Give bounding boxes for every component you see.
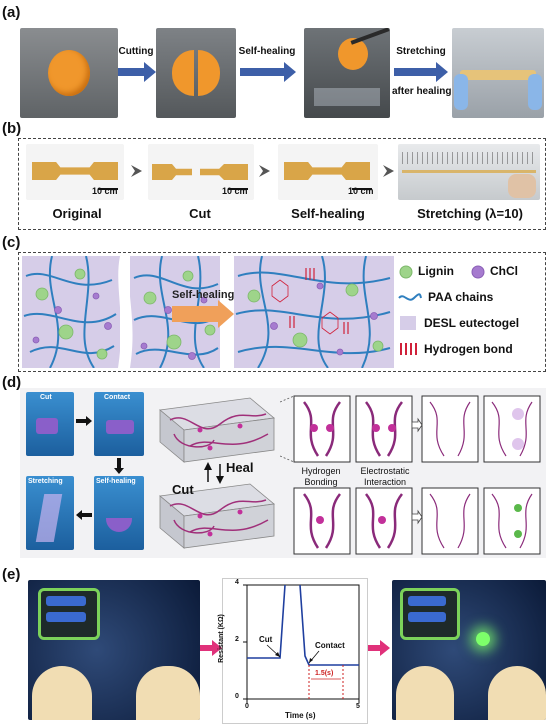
label-self-healing-a: Self-healing [238, 46, 296, 57]
panel-e-label: (e) [2, 566, 21, 583]
photo-gel-healed [304, 28, 390, 118]
photo-gel-original [20, 28, 118, 118]
label-d-selfhealing: Self-healing [96, 478, 136, 485]
panel-b-label: (b) [2, 120, 22, 137]
caption-self-healing: Self-healing [291, 206, 365, 221]
panel-d-label: (d) [2, 374, 22, 391]
label-self-healing-c: Self-healing [172, 289, 235, 301]
arrow-d2 [114, 458, 124, 474]
label-d-cut-arrow: Cut [172, 482, 194, 497]
xtick-5: 5 [356, 703, 360, 710]
panel-a-label: (a) [2, 4, 21, 21]
ytick-2: 2 [235, 636, 239, 643]
ytick-4: 4 [235, 579, 239, 586]
network-diagram [22, 256, 394, 368]
legend-chcl: ChCl [490, 264, 518, 278]
label-d-contact: Contact [104, 394, 131, 401]
legend-hbond: Hydrogen bond [424, 342, 513, 356]
caption-cut: Cut [189, 206, 211, 221]
legend-paa: PAA chains [428, 290, 494, 304]
photo-e-circuit-off [28, 580, 200, 720]
scale-bar-1: 10 cm [92, 186, 118, 196]
annotation-contact: Contact [315, 641, 345, 650]
photo-dumbbell-cut [148, 144, 254, 200]
arrow-a2 [240, 62, 296, 82]
photo-gel-stretched [452, 28, 544, 118]
photo-d-selfhealing [94, 476, 144, 550]
legend-lignin: Lignin [418, 264, 454, 278]
caption-stretching: Stretching (λ=10) [417, 206, 523, 221]
label-d-stretching: Stretching [28, 478, 63, 485]
label-electrostatic: Electrostatic Interaction [350, 466, 420, 488]
arrow-a3 [394, 62, 448, 82]
chevron-b3 [383, 165, 394, 177]
x-axis-label: Time (s) [285, 711, 316, 720]
hydrogen-bond-icon [400, 343, 417, 355]
paa-chain-icon [398, 293, 422, 301]
panel-c-label: (c) [2, 234, 21, 251]
photo-dumbbell-original [26, 144, 124, 200]
annotation-interval: 1.5(s) [315, 670, 334, 677]
label-electro-line1: Electrostatic [360, 466, 410, 476]
arrow-e1 [200, 640, 222, 656]
scale-bar-2: 10 cm [222, 186, 248, 196]
label-hydrogen-line2: Bonding [304, 477, 338, 487]
label-after-healing: after healing [392, 86, 452, 97]
label-hydrogen-bonding: Hydrogen Bonding [288, 466, 354, 488]
bonding-schematics [280, 395, 541, 555]
ytick-0: 0 [235, 693, 239, 700]
arrow-d1 [76, 416, 92, 426]
annotation-cut: Cut [259, 635, 273, 644]
label-d-heal: Heal [226, 460, 254, 475]
photo-d-contact [94, 392, 144, 456]
gel-block-illustration [159, 397, 275, 549]
resistance-plot [243, 584, 360, 703]
label-d-cut: Cut [40, 394, 52, 401]
photo-stretching-ruler [398, 144, 540, 200]
label-stretching-a: Stretching [396, 46, 446, 57]
legend-desl: DESL eutectogel [424, 316, 520, 330]
photo-e-circuit-on [392, 580, 546, 720]
scale-bar-3: 10 cm [348, 186, 374, 196]
chcl-icon [471, 265, 485, 279]
photo-gel-cut [156, 28, 236, 118]
photo-d-cut [26, 392, 74, 456]
chevron-b2 [259, 165, 270, 177]
y-axis-label: Resistant (KΩ) [217, 614, 225, 663]
xtick-0: 0 [245, 703, 249, 710]
chevron-b1 [131, 165, 142, 177]
panel-b-box [18, 138, 546, 230]
photo-dumbbell-healed [278, 144, 378, 200]
lignin-icon [399, 265, 413, 279]
desl-swatch-icon [400, 316, 416, 330]
photo-d-stretching [26, 476, 74, 550]
caption-original: Original [52, 206, 102, 221]
arrow-e2 [368, 640, 390, 656]
arrow-a1 [118, 62, 156, 82]
label-electro-line2: Interaction [363, 477, 407, 487]
panel-c-box [18, 252, 546, 372]
label-cutting: Cutting [118, 46, 154, 57]
arrow-d3 [76, 510, 92, 520]
label-hydrogen-line1: Hydrogen [301, 466, 341, 476]
resistance-chart: 4 2 0 0 5 Time (s) Resistant (KΩ) Cut Co… [218, 578, 368, 724]
